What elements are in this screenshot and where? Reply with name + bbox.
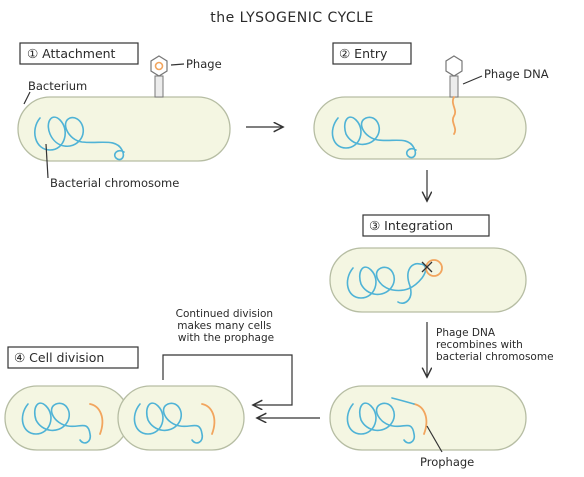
bacterial-chromosome: [133, 402, 204, 444]
step-entry: ② Entry Phage DNA: [313, 42, 549, 160]
continued-division-note: Continued division makes many cells with…: [176, 308, 277, 344]
bacterium-pointer: [23, 91, 31, 105]
step-integration: ③ Integration: [329, 214, 527, 313]
bacterium-cell: [313, 96, 527, 160]
prophage-segment: [201, 403, 216, 435]
continued-division-loop: [162, 354, 293, 405]
bacterium-cell: [329, 247, 527, 313]
bacterial-chromosome: [346, 402, 416, 444]
chromosome-pointer: [45, 143, 49, 179]
bacterium-cell: [329, 385, 527, 451]
diagram-title: the LYSOGENIC CYCLE: [210, 10, 374, 26]
step-box: [7, 346, 139, 369]
phage-dna-strand: [451, 96, 457, 135]
step-attachment: ① Attachment Phage Bacterium Bacterial c…: [17, 42, 231, 190]
phage-pointer: [170, 63, 185, 66]
step-cell-division: ④ Cell division: [4, 346, 245, 451]
phage-dna-pointer: [462, 75, 483, 85]
step-label: ④ Cell division: [14, 350, 104, 365]
phage-particle: [150, 55, 168, 98]
step-label: ① Attachment: [27, 46, 116, 61]
step-box: [362, 214, 490, 237]
prophage-label: Prophage: [420, 455, 474, 469]
step-box: [19, 42, 139, 65]
bacterial-chromosome: [21, 402, 92, 444]
phage-dna-label: Phage DNA: [484, 67, 549, 81]
step-label: ③ Integration: [369, 218, 453, 233]
phage-label: Phage: [186, 57, 222, 71]
prophage-cell-group: Prophage: [329, 385, 527, 469]
recombine-note: Phage DNA recombines with bacterial chro…: [436, 327, 554, 363]
daughter-cell: [4, 385, 130, 451]
phage-particle: [445, 55, 463, 98]
step-box: [332, 42, 412, 65]
chromosome-label: Bacterial chromosome: [50, 176, 179, 190]
prophage-segment: [89, 403, 104, 435]
bacterial-chromosome: [346, 262, 427, 304]
bacterial-chromosome: [331, 116, 417, 159]
chromosome-join: [391, 397, 415, 405]
step-label: ② Entry: [339, 46, 388, 61]
bacterium-label: Bacterium: [28, 79, 87, 93]
bacterium-cell: [17, 96, 231, 162]
prophage-pointer: [426, 425, 443, 453]
recombination-cross: [421, 261, 433, 273]
bacterial-chromosome: [34, 116, 125, 161]
prophage-segment: [413, 403, 428, 435]
